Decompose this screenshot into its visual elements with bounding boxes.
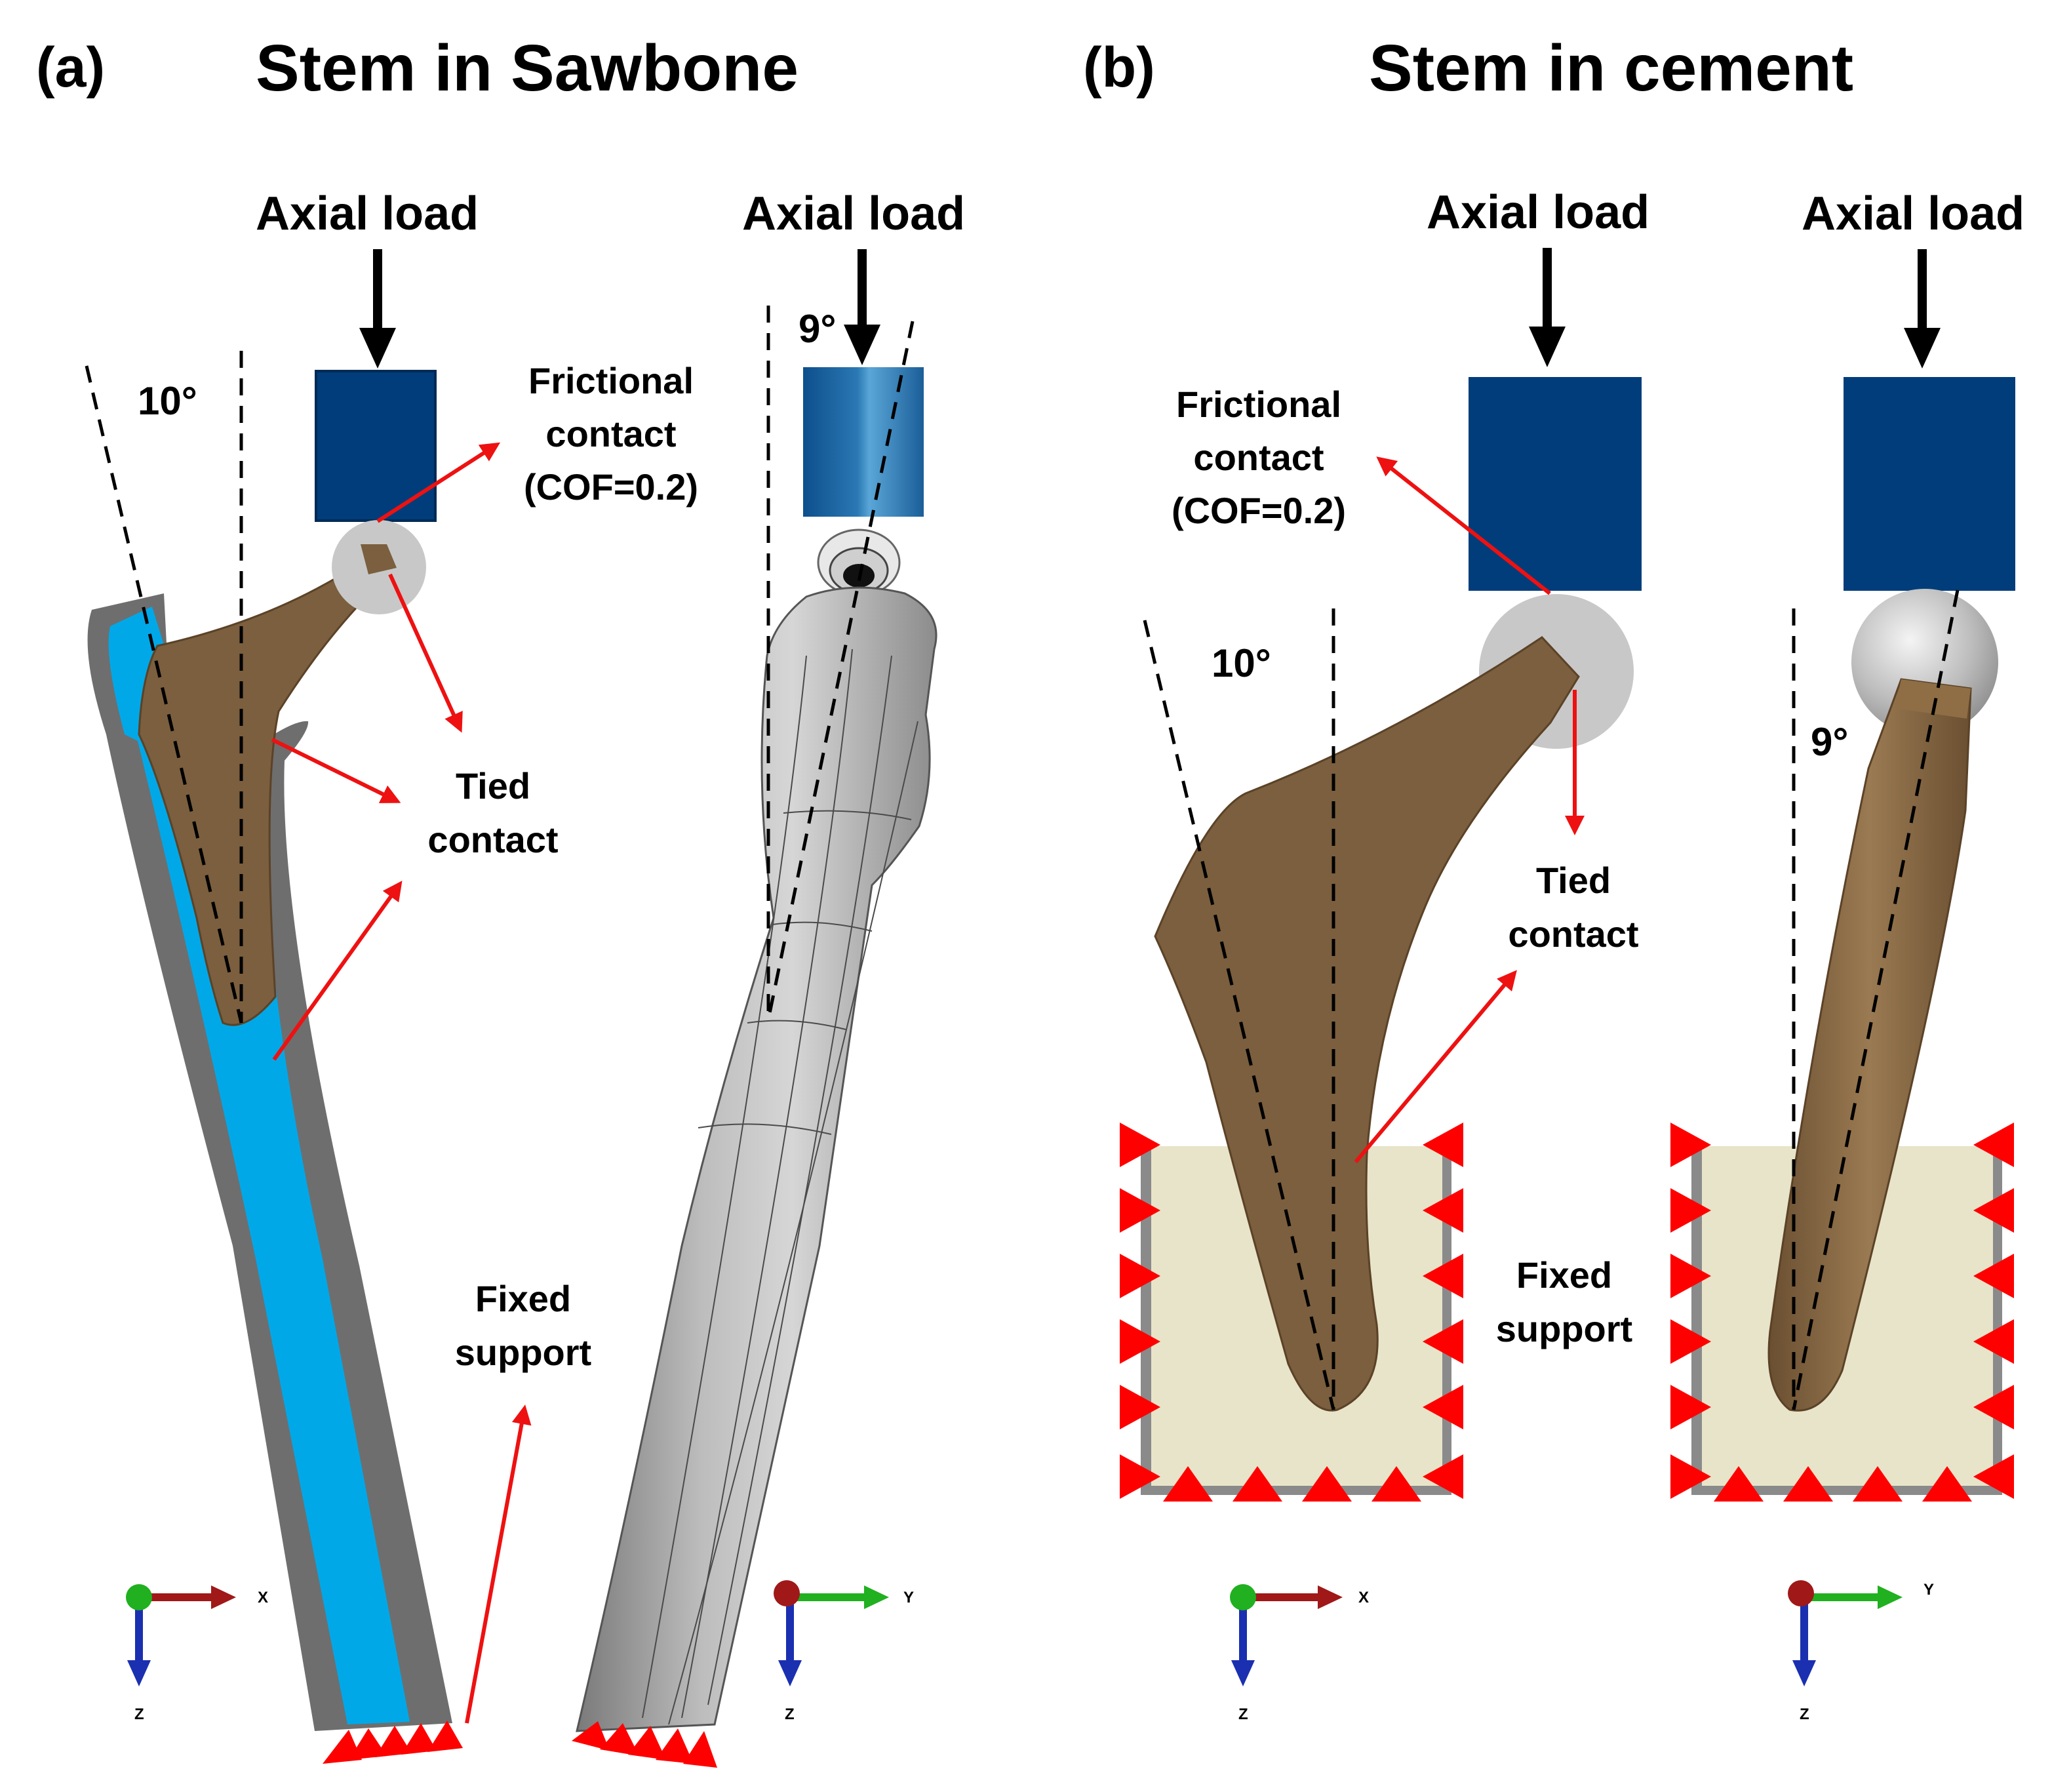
sawbone-section-view: Axial load 10° [85,188,479,1764]
tied-contact-line-2: contact [427,819,558,860]
axial-load-label: Axial load [256,188,479,240]
loading-block-side [803,367,924,517]
panel-a-title: Stem in Sawbone [256,31,799,105]
axial-load-label-cement-side: Axial load [1802,188,2024,240]
coordinate-triad-cement-side: Y Z [1788,1580,1934,1723]
triad-horizontal-axis-label: X [258,1589,268,1606]
fixed-support-b-line-1: Fixed [1516,1254,1612,1296]
triad-horizontal-axis-label-cement-side: Y [1924,1581,1934,1599]
frictional-contact-b-line-2: contact [1193,437,1324,478]
femoral-head [332,520,426,614]
frictional-contact-annotation-b: Frictional contact (COF=0.2) [1172,384,1551,595]
frictional-contact-annotation: Frictional contact (COF=0.2) [376,360,698,523]
fixed-support-markers [323,1721,463,1764]
axial-load-arrow-cement [1529,248,1566,367]
fixed-support-markers-cement-side [1670,1123,2014,1502]
angle-reference-lines-side [766,306,915,1020]
tied-contact-annotation-b: Tied contact [1354,690,1639,1163]
frictional-contact-line-3: (COF=0.2) [524,466,698,508]
triad-vertical-axis-label-cement: Z [1238,1705,1248,1723]
tied-contact-line-1: Tied [456,765,530,806]
fixed-support-annotation-b: Fixed support [1496,1254,1632,1349]
fixed-support-line-2: support [455,1332,591,1373]
fixed-support-b-line-2: support [1496,1308,1632,1349]
angle-label-cement: 10° [1212,641,1271,685]
angle-label-cement-side: 9° [1811,720,1848,764]
triad-horizontal-axis-label-cement: X [1358,1589,1369,1606]
fixed-support-markers-side [572,1721,717,1768]
axial-load-arrow-cement-side [1904,249,1941,368]
coordinate-triad-side: Y Z [774,1580,914,1723]
frictional-contact-line-2: contact [545,413,676,454]
axial-load-arrow [359,249,396,368]
head-rings [817,528,901,597]
panel-b-title: Stem in cement [1369,31,1853,105]
tied-contact-annotation: Tied contact [271,573,559,1061]
panel-b: (b) Stem in cement Axial load 10° [1083,31,2024,1723]
surface-mesh-lines [642,648,918,1725]
cement-front-view: Axial load 10° [1120,186,1649,1723]
fixed-support-markers-cement [1120,1123,1463,1502]
panel-b-label: (b) [1083,36,1155,99]
tied-contact-b-line-2: contact [1508,913,1638,955]
panel-a: (a) Stem in Sawbone Axial load 10° [36,31,965,1768]
triad-vertical-axis-label-side: Z [785,1705,795,1723]
fixed-support-annotation: Fixed support [455,1278,591,1724]
angle-reference-lines-cement-side [1792,589,1960,1410]
taper-collar [1895,679,1971,719]
loading-block [315,370,437,522]
loading-block-cement-side [1844,377,2015,591]
femur-surface [576,586,937,1732]
triad-vertical-axis-label-cement-side: Z [1800,1705,1809,1723]
sawbone-surface-view: Axial load [572,188,965,1768]
loading-block-cement [1469,377,1642,591]
coordinate-triad: X Z [126,1584,268,1723]
triad-horizontal-axis-label-side: Y [903,1589,914,1606]
femur-cancellous-core [108,607,410,1724]
angle-reference-lines [85,351,243,1024]
angle-reference-lines-cement [1143,608,1335,1410]
stem-implant-cement-side [1767,678,1972,1412]
coordinate-triad-cement: X Z [1230,1584,1369,1723]
axial-load-arrow-side [844,249,880,365]
angle-label: 10° [138,379,197,423]
axial-load-label-cement: Axial load [1427,186,1649,239]
frictional-contact-line-1: Frictional [528,360,694,401]
triad-vertical-axis-label: Z [134,1705,144,1723]
frictional-contact-b-line-3: (COF=0.2) [1172,490,1346,531]
tied-contact-b-line-1: Tied [1536,860,1611,901]
panel-a-label: (a) [36,36,105,99]
fixed-support-line-1: Fixed [475,1278,571,1319]
cement-side-view: Axial load 9° [1670,188,2024,1723]
stem-implant-cement [1154,636,1580,1412]
axial-load-label-side: Axial load [742,188,965,240]
frictional-contact-b-line-1: Frictional [1176,384,1341,425]
angle-label-side: 9° [799,307,836,351]
